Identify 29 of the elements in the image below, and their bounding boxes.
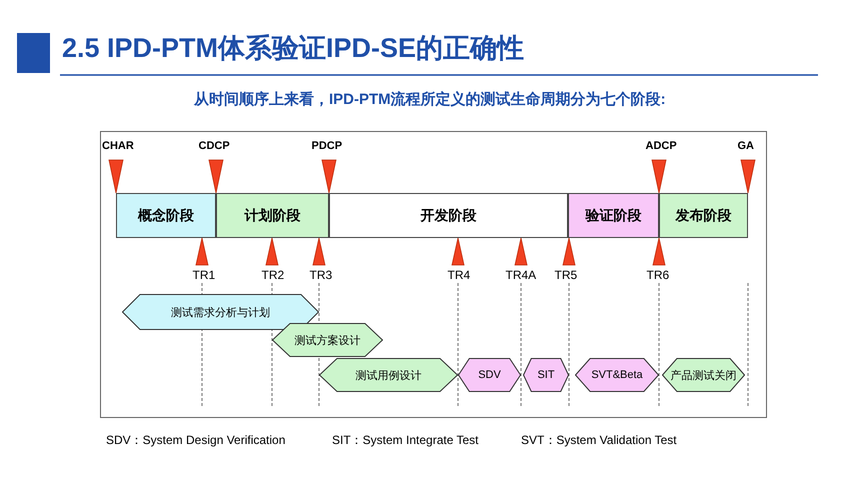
- review-label: TR3: [310, 268, 332, 282]
- milestone-label: PDCP: [312, 140, 342, 152]
- subtitle: 从时间顺序上来看，IPD-PTM流程所定义的测试生命周期分为七个阶段:: [194, 90, 666, 109]
- task-hexagon: SDV: [458, 358, 521, 392]
- review-label: TR5: [554, 268, 578, 282]
- phase-band: 发布阶段: [659, 193, 748, 238]
- review-label: TR4: [448, 268, 470, 282]
- task-hexagon: SVT&Beta: [575, 358, 659, 392]
- phase-band: 计划阶段: [216, 193, 329, 238]
- footnote: SDV：System Design Verification: [106, 432, 286, 449]
- review-label: TR2: [262, 268, 284, 282]
- review-label: TR6: [646, 268, 670, 282]
- footnote: SIT：System Integrate Test: [332, 432, 479, 449]
- review-label: TR4A: [506, 268, 536, 282]
- milestone-label: GA: [738, 140, 754, 152]
- milestone-label: CDCP: [198, 140, 230, 152]
- task-hexagon: 测试需求分析与计划: [122, 294, 319, 330]
- task-hexagon: 产品测试关闭: [662, 358, 745, 392]
- milestone-label: ADCP: [646, 140, 677, 152]
- slide-title: 2.5 IPD-PTM体系验证IPD-SE的正确性: [62, 32, 524, 65]
- task-hexagon: SIT: [523, 358, 569, 392]
- phase-band: 开发阶段: [329, 193, 568, 238]
- footnote: SVT：System Validation Test: [521, 432, 677, 449]
- review-label: TR1: [192, 268, 216, 282]
- phase-band: 概念阶段: [116, 193, 216, 238]
- phase-band: 验证阶段: [568, 193, 659, 238]
- task-hexagon: 测试用例设计: [319, 358, 458, 392]
- milestone-label: CHAR: [102, 140, 134, 152]
- task-hexagon: 测试方案设计: [272, 323, 383, 357]
